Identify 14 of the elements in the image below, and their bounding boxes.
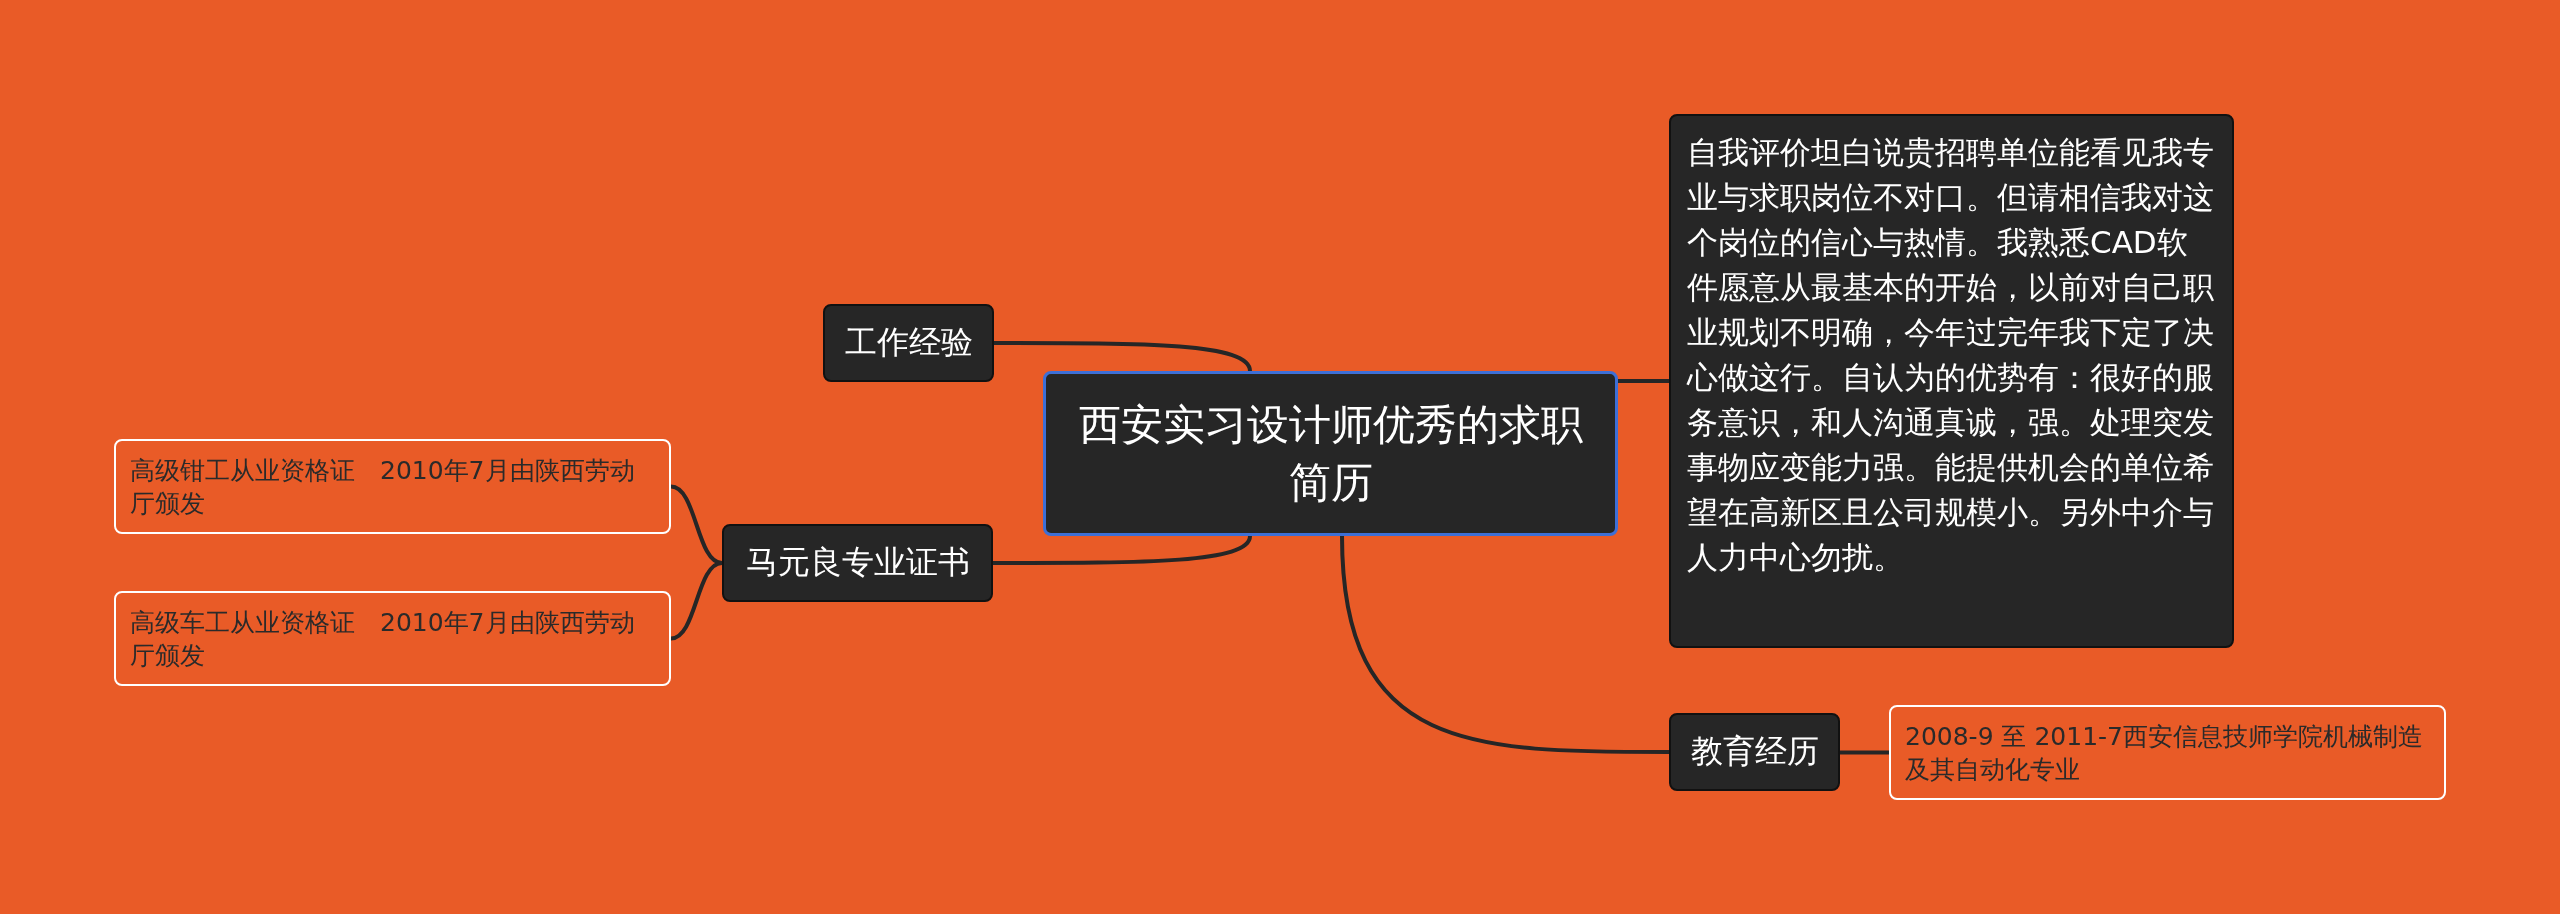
branch-box: 工作经验 [823, 304, 994, 382]
branch-box: 马元良专业证书 [722, 524, 993, 602]
topic-box: 西安实习设计师优秀的求职简历 [1043, 371, 1618, 536]
branch-box: 教育经历 [1669, 713, 1840, 791]
connector-line [994, 341, 1252, 372]
branch-box: 自我评价坦白说贵招聘单位能看见我专业与求职岗位不对口。但请相信我对这个岗位的信心与热情。我熟悉CAD软件愿意从最基本的开始，以前对自己职业规划不明确，今年过完年我下定了决心做这行。自认为的优势有：很好的服务意识，和人沟通真诚，强。处理突发事物应变能力强。能提供机会的单位希望在高新区且公司规模小。另外中介与人力中心勿扰。 [1669, 114, 2234, 648]
leaf-box: 2008-9 至 2011-7西安信息技师学院机械制造及其自动化专业 [1889, 705, 2446, 800]
connector-line [1340, 535, 1669, 754]
leaf-box: 高级钳工从业资格证 2010年7月由陕西劳动厅颁发 [114, 439, 671, 534]
connector-line [1618, 379, 1669, 383]
leaf-box: 高级车工从业资格证 2010年7月由陕西劳动厅颁发 [114, 591, 671, 686]
connector-line [670, 561, 723, 641]
connector-line [1840, 750, 1889, 755]
connector-line [993, 535, 1252, 565]
